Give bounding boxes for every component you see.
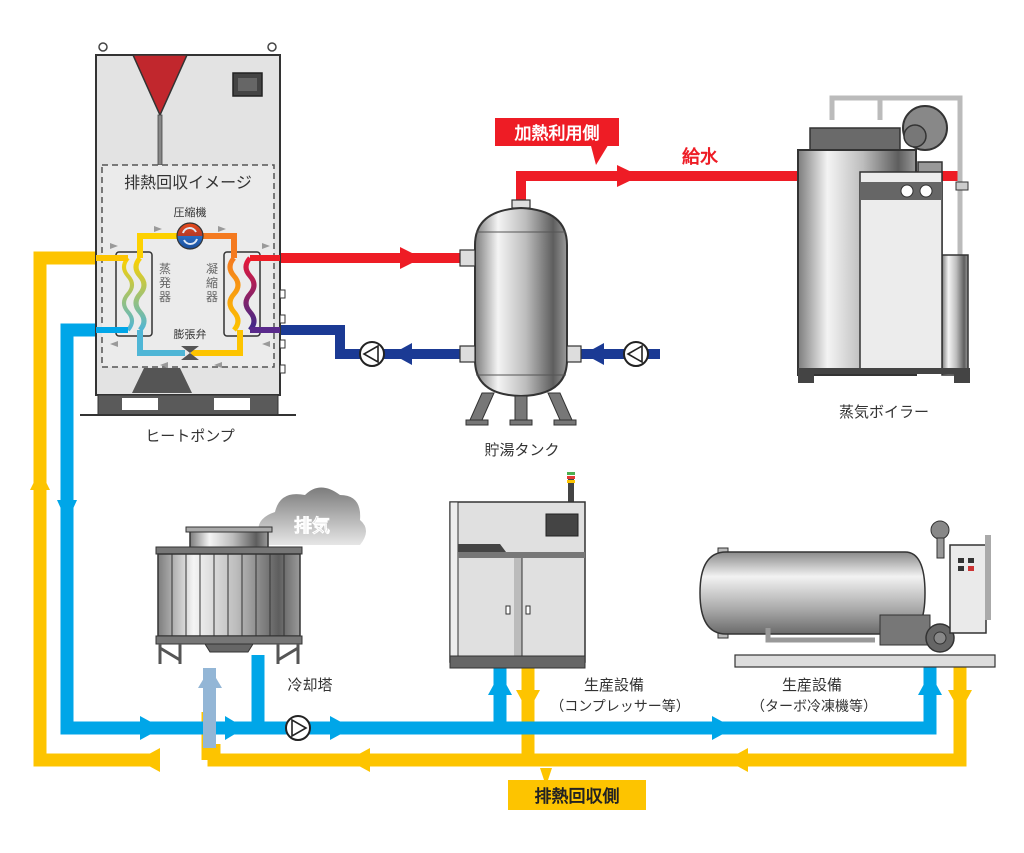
arrow-down-icon (948, 690, 972, 712)
heating-side-callout: 加熱利用側 (495, 118, 619, 165)
exhaust-cloud: 排気 (258, 487, 366, 545)
recovery-side-label: 排熱回収側 (535, 786, 620, 807)
production-1-subtitle: （コンプレッサー等） (550, 698, 690, 715)
compressor-label: 圧縮機 (174, 205, 207, 219)
production-equipment-compressor: 生産設備 （コンプレッサー等） (449, 472, 690, 715)
recovery-side-callout: 排熱回収側 (508, 768, 646, 810)
arrow-left-icon (138, 748, 160, 772)
heating-side-label: 加熱利用側 (514, 123, 600, 144)
storage-tank-label: 貯湯タンク (484, 441, 559, 459)
exhaust-label: 排気 (294, 515, 330, 537)
storage-tank: 貯湯タンク (459, 199, 582, 459)
steam-boiler: 蒸気ボイラー (797, 95, 970, 421)
arrow-down-icon (516, 690, 540, 712)
waste-heat-loop (30, 251, 972, 772)
pump-icon (359, 341, 385, 367)
heat-pump-label: ヒートポンプ (145, 427, 235, 445)
production-2-title: 生産設備 (782, 676, 842, 694)
production-equipment-turbo-chiller: 生産設備 （ターボ冷凍機等） (699, 520, 996, 715)
cooling-tower: 排気 冷却塔 (155, 487, 366, 694)
inset-title: 排熱回収イメージ (124, 173, 252, 192)
arrow-up-icon (918, 673, 942, 695)
feed-water-label: 給水 (682, 146, 719, 168)
exhaust-air-arrow (198, 668, 222, 748)
cooling-water-loop (57, 323, 942, 741)
arrow-right-icon (140, 716, 162, 740)
arrow-up-icon (30, 470, 50, 490)
compressor-icon (176, 222, 204, 250)
arrow-right-icon (712, 716, 734, 740)
condenser-label: 凝縮器 (205, 262, 218, 304)
heat-pump: 排熱回収イメージ 圧縮機 膨張弁 ヒートポンプ (80, 42, 296, 445)
arrow-left-icon (348, 748, 370, 772)
flow-arrows (110, 226, 270, 368)
pump-icon (623, 341, 649, 367)
arrow-right-icon (617, 165, 640, 187)
arrow-left-icon (584, 343, 604, 365)
arrow-left-icon (392, 343, 412, 365)
arrow-left-icon (726, 748, 748, 772)
arrow-up-icon (488, 673, 512, 695)
return-water-line (270, 325, 660, 367)
expansion-valve-label: 膨張弁 (174, 327, 207, 341)
arrow-right-icon (225, 716, 245, 740)
production-1-title: 生産設備 (584, 676, 644, 694)
cooling-tower-label: 冷却塔 (287, 676, 332, 694)
pump-icon (285, 715, 311, 741)
arrow-right-icon (400, 247, 422, 269)
arrow-right-icon (330, 716, 352, 740)
evaporator-label: 蒸発器 (158, 262, 171, 304)
steam-boiler-label: 蒸気ボイラー (839, 403, 929, 421)
expansion-valve-icon (181, 346, 199, 360)
arrow-down-icon (57, 500, 77, 522)
production-2-subtitle: （ターボ冷凍機等） (751, 698, 877, 715)
